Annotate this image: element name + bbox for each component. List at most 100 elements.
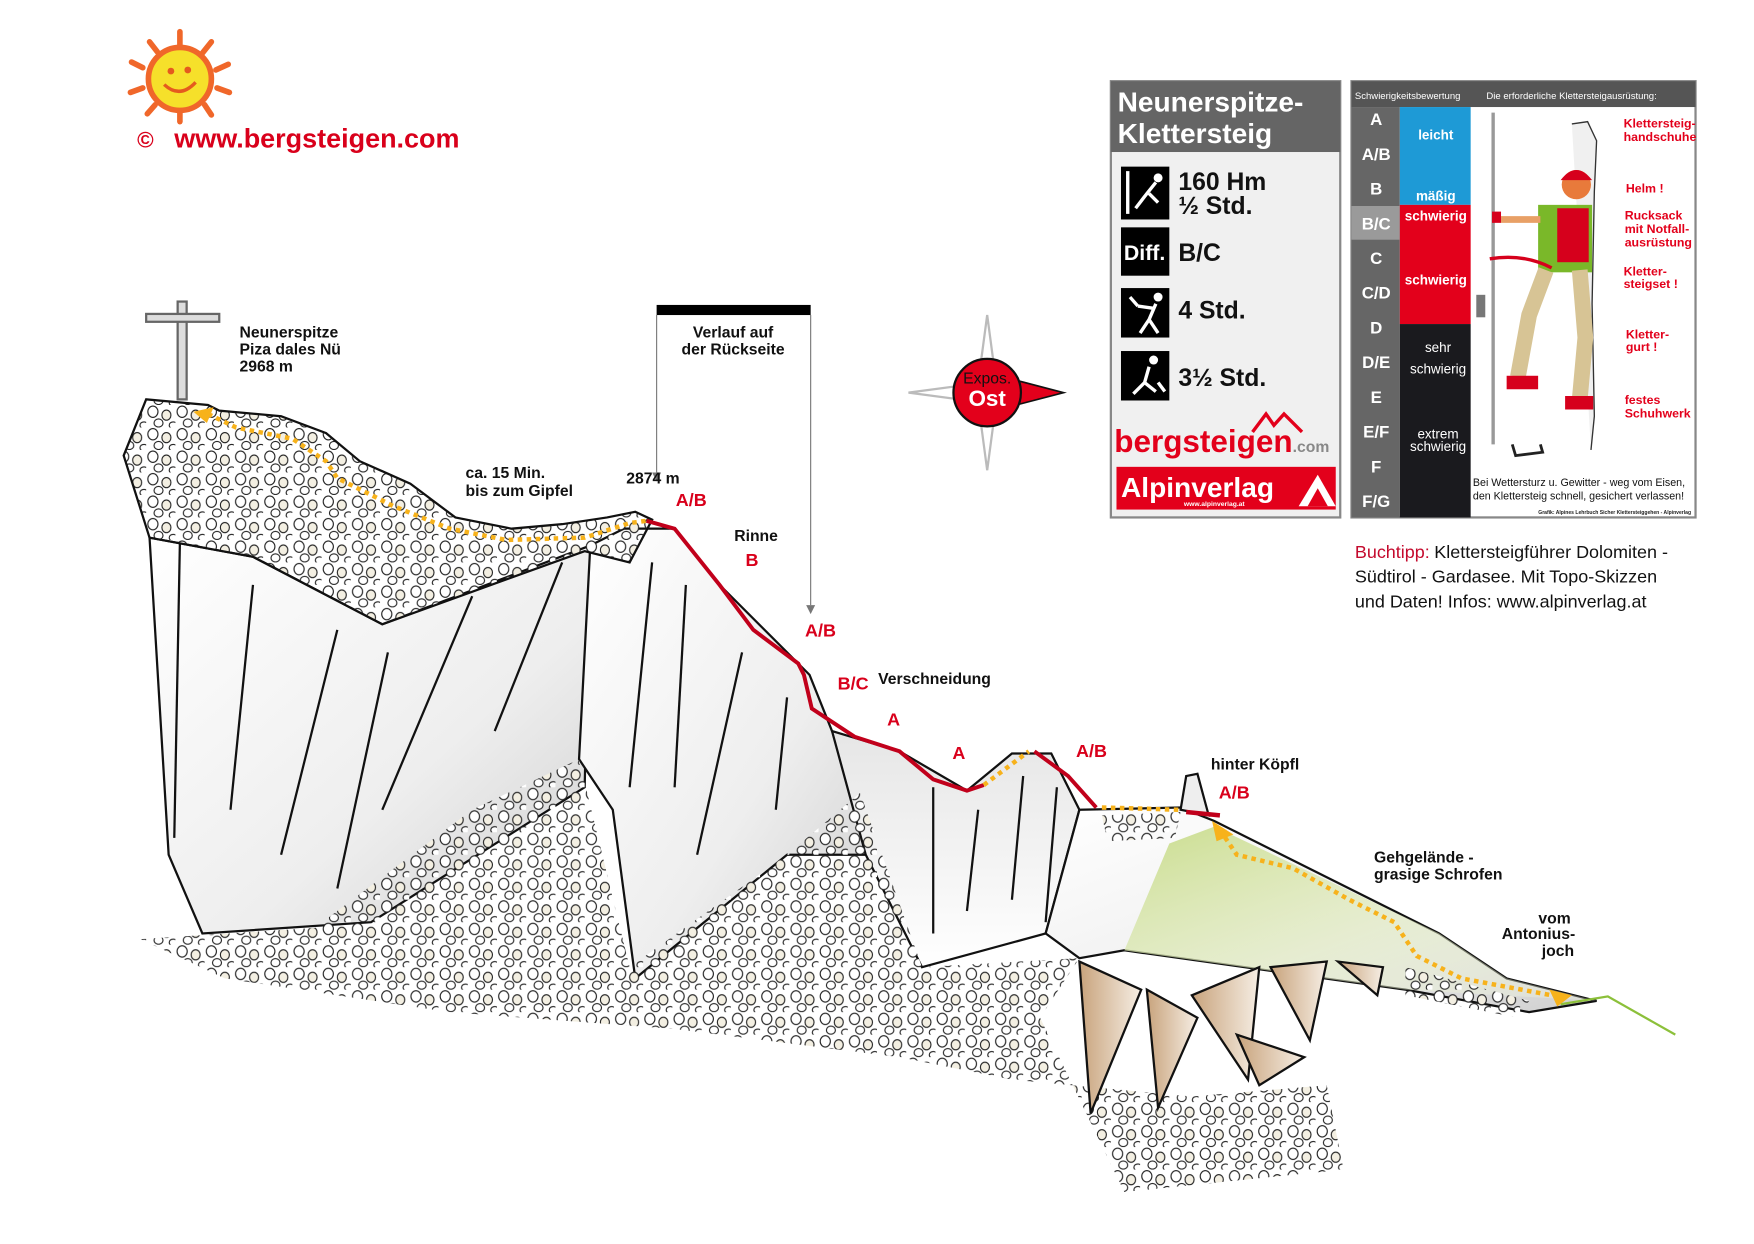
info-panel: Neunerspitze- Klettersteig 160 Hm ½ Std.… [1109, 80, 1342, 519]
scree-field [140, 759, 1344, 1193]
category-schwierig: schwierig [1405, 209, 1467, 224]
grade-e: E [1371, 388, 1382, 407]
highlighted-grade [1351, 205, 1400, 240]
book-tip-line-2: Südtirol - Gardasee. Mit Topo-Skizzen [1355, 567, 1657, 587]
antoniusjoch-label-2: Antonius- [1502, 926, 1575, 943]
grade-d: D [1370, 318, 1382, 337]
arrow-start-icon [1212, 821, 1234, 842]
rock-cracks [173, 542, 1059, 934]
compass-label-2: Ost [968, 386, 1006, 411]
approach-path-koepfl [1101, 805, 1181, 813]
difficulty-scale-panel: Schwierigkeitsbewertung Die erforderlich… [1350, 80, 1697, 519]
scale-header: Schwierigkeitsbewertung [1355, 91, 1461, 102]
grade-c-d: C/D [1362, 284, 1391, 303]
category-maessig: mäßig [1416, 188, 1456, 203]
gehgelaende-label-1: Gehgelände - [1374, 850, 1474, 867]
grade-c: C [1370, 249, 1382, 268]
summit-altitude: 2968 m [239, 358, 292, 375]
scree-koepfl [1101, 812, 1181, 842]
difficulty-badge [1120, 227, 1170, 276]
equipment-backpack: ausrüstung [1625, 235, 1692, 249]
grade-a: A [1370, 110, 1382, 129]
grassy-slope [1124, 826, 1597, 1001]
book-tip-line-1: Buchtipp:Klettersteigführer Dolomiten - [1355, 542, 1668, 562]
mountain-logo-icon [1251, 411, 1304, 434]
difficulty-value: B/C [1178, 240, 1221, 267]
ascent-time: ½ Std. [1178, 193, 1252, 220]
grade-label: A/B [1219, 783, 1250, 803]
hiking-up-icon [1120, 288, 1170, 338]
equipment-shoes: festes [1625, 393, 1661, 407]
climbing-route [645, 518, 985, 793]
brown-pinnacles [1078, 959, 1385, 1114]
ascent-icon [1120, 166, 1170, 220]
alpinverlag-url: www.alpinverlag.at [1183, 501, 1246, 508]
summit-name: Neunerspitze [239, 325, 338, 342]
sun-logo-icon [127, 28, 233, 125]
info-title-1: Neunerspitze- [1118, 87, 1304, 118]
grade-label: A/B [676, 490, 707, 510]
grass-line [1560, 995, 1676, 1036]
safety-warning: den Klettersteig schnell, gesichert verl… [1473, 490, 1684, 502]
equipment-via-ferrata-set: Kletter- [1624, 265, 1667, 279]
grade-f: F [1371, 457, 1381, 476]
summit-cross-icon [145, 300, 221, 401]
climbing-route-3 [1185, 809, 1221, 818]
equipment-shoes: Schuhwerk [1625, 406, 1691, 420]
hiking-down-icon [1120, 351, 1170, 401]
climber-illustration [1476, 112, 1598, 458]
climbing-route-2 [1033, 749, 1098, 809]
equipment-backpack: Rucksack [1625, 208, 1683, 222]
total-time: 4 Std. [1178, 297, 1245, 324]
bergsteigen-logo: bergsteigen.com [1114, 424, 1329, 459]
equipment-harness: Kletter- [1626, 328, 1669, 342]
graphic-credit: Grafik: Alpines Lehrbuch Sicher Kletters… [1538, 510, 1691, 516]
compass-label-1: Expos. [963, 371, 1011, 388]
ascent-height: 160 Hm [1178, 169, 1266, 196]
verschneidung-label: Verschneidung [878, 671, 991, 688]
equipment-gloves: Klettersteig- [1624, 116, 1696, 130]
info-title-2: Klettersteig [1118, 118, 1273, 149]
equipment-via-ferrata-set: steigset ! [1624, 277, 1678, 291]
arrow-end-icon [1549, 989, 1572, 1007]
safety-warning: Bei Wettersturz u. Gewitter - weg vom Ei… [1473, 477, 1685, 489]
grade-f-g: F/G [1362, 492, 1390, 511]
antoniusjoch-label-3: joch [1541, 943, 1574, 960]
grade-d-e: D/E [1362, 353, 1390, 372]
category-extrem: schwierig [1410, 439, 1466, 454]
category-leicht: leicht [1418, 128, 1454, 143]
rinne-label: Rinne [734, 528, 778, 545]
category-extrem: extrem [1417, 427, 1458, 442]
website-link[interactable]: www.bergsteigen.com [173, 124, 459, 154]
to-summit-label-2: bis zum Gipfel [465, 483, 573, 500]
difficulty-badge-label: Diff. [1124, 241, 1166, 265]
equipment-gloves: handschuhe [1624, 130, 1697, 144]
grade-label: A [887, 709, 900, 729]
category-sehr-schwierig: schwierig [1410, 362, 1466, 377]
grade-label: A [952, 743, 965, 763]
compass-icon [908, 314, 1067, 471]
category-schwierig: schwierig [1405, 273, 1467, 288]
summit-alt-name: Piza dales Nü [239, 341, 340, 358]
copyright-symbol: © [137, 128, 154, 153]
equipment-header: Die erforderliche Klettersteigausrüstung… [1486, 91, 1656, 102]
grade-label: B [745, 550, 758, 570]
grade-a-b: A/B [1362, 145, 1391, 164]
book-tip-line-3[interactable]: und Daten! Infos: www.alpinverlag.at [1355, 591, 1647, 611]
equipment-helmet: Helm ! [1626, 181, 1664, 195]
to-summit-label-1: ca. 15 Min. [465, 465, 545, 482]
hinter-koepfl-tower [1179, 772, 1211, 817]
grade-e-f: E/F [1363, 423, 1389, 442]
backside-label-2: der Rückseite [681, 341, 784, 358]
grade-label: A/B [1076, 741, 1107, 761]
backside-label-1: Verlauf auf [693, 325, 774, 342]
gehgelaende-label-2: grasige Schrofen [1374, 866, 1503, 883]
grade-label: B/C [838, 673, 869, 693]
equipment-backpack: mit Notfall- [1625, 222, 1690, 236]
alpinverlag-logo [1116, 466, 1336, 510]
approach-path-summit [207, 411, 647, 543]
summit-ridge [122, 398, 654, 626]
backside-marker [652, 304, 816, 615]
grade-b-c: B/C [1362, 214, 1391, 233]
equipment-harness: gurt ! [1626, 340, 1658, 354]
